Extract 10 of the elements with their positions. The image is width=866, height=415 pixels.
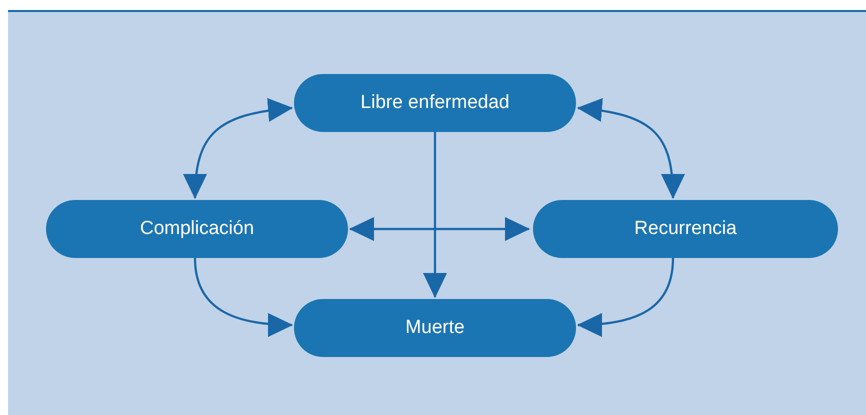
arrow (194, 258, 293, 336)
state-label: Complicación (140, 218, 254, 240)
state-label: Libre enfermedad (360, 92, 510, 114)
state-label: Recurrencia (634, 218, 737, 240)
arrow (577, 98, 684, 199)
arrow (577, 258, 674, 336)
state-label: Muerte (405, 317, 465, 339)
arrow (349, 217, 530, 241)
arrow (184, 98, 293, 199)
arrow (423, 132, 447, 298)
